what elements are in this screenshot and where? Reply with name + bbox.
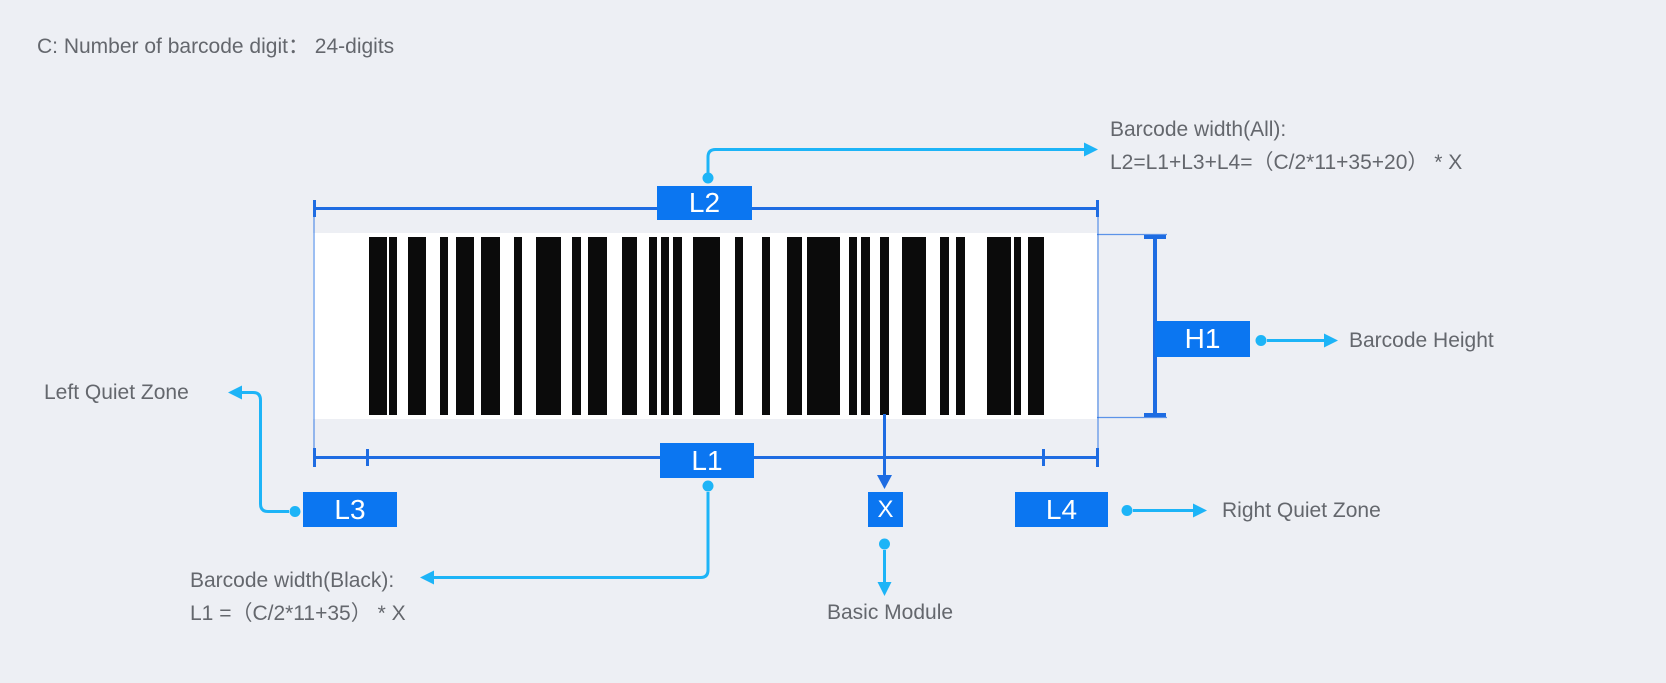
l1-annotation-dot: [702, 480, 714, 492]
label-l4: L4: [1015, 492, 1108, 527]
barcode-bar: [389, 237, 397, 415]
barcode-bar: [622, 237, 637, 415]
barcode-bar: [762, 237, 770, 415]
basic-module-text: Basic Module: [827, 601, 954, 624]
l2-annotation-dot: [702, 172, 714, 184]
barcode-bar: [572, 237, 581, 415]
barcode-bar: [661, 237, 669, 415]
barcode-bar: [673, 237, 682, 415]
barcode-bar: [735, 237, 743, 415]
barcode-bar: [588, 237, 607, 415]
label-l3: L3: [303, 492, 397, 527]
barcode-bar: [440, 237, 448, 415]
l3-annotation-arrowhead: [228, 385, 242, 400]
barcode-bar: [880, 237, 889, 415]
l3-annotation-dot: [289, 506, 301, 517]
barcode-bar: [849, 237, 857, 415]
label-l1: L1: [660, 443, 754, 478]
barcode-bar: [956, 237, 965, 415]
l4-annotation-arrowhead: [1193, 503, 1207, 518]
right-quiet-zone-text: Right Quiet Zone: [1222, 499, 1381, 522]
barcode-bar: [940, 237, 949, 415]
barcode-width-black-text: Barcode width(Black): L1 =（C/2*11+35） * …: [190, 564, 406, 630]
barcode-bar: [1028, 237, 1044, 415]
barcode-bar: [787, 237, 802, 415]
barcode-bar: [902, 237, 926, 415]
l1-annotation-line: [434, 492, 710, 579]
barcode-width-black-line2: L1 =（C/2*11+35） * X: [190, 602, 406, 625]
barcode-bar: [369, 237, 387, 415]
module-pointer-arrowhead: [877, 475, 892, 489]
label-l2: L2: [657, 186, 752, 220]
l2-annotation-arrowhead: [1084, 142, 1098, 157]
barcode-width-all-text: Barcode width(All): L2=L1+L3+L4=（C/2*11+…: [1110, 113, 1462, 179]
barcode-bar: [536, 237, 561, 415]
x-annotation-dot: [879, 538, 890, 550]
barcode-bar: [408, 237, 426, 415]
l3-annotation-line: [242, 391, 289, 513]
barcode-bar: [807, 237, 840, 415]
barcode-bar: [481, 237, 500, 415]
barcode-bar: [649, 237, 657, 415]
barcode-bar: [1014, 237, 1021, 415]
barcode-width-black-line1: Barcode width(Black):: [190, 569, 395, 592]
h1-annotation-arrowhead: [1324, 333, 1338, 348]
barcode-bar: [456, 237, 474, 415]
l1-annotation-arrowhead: [420, 570, 434, 585]
barcode-bar: [693, 237, 720, 415]
x-annotation-arrowhead: [877, 582, 892, 596]
barcode-image: [313, 233, 1097, 419]
l4-annotation-dot: [1121, 505, 1133, 516]
barcode-height-text: Barcode Height: [1349, 329, 1494, 352]
label-h1: H1: [1155, 321, 1250, 357]
diagram-title: C: Number of barcode digit： 24-digits: [37, 35, 395, 58]
barcode-width-all-line2: L2=L1+L3+L4=（C/2*11+35+20） * X: [1110, 151, 1463, 174]
barcode-bar: [987, 237, 1011, 415]
barcode-bar: [861, 237, 870, 415]
barcode-width-all-line1: Barcode width(All):: [1110, 118, 1287, 141]
h1-annotation-dot: [1255, 335, 1267, 346]
l2-annotation-line: [706, 148, 1084, 173]
barcode-bar: [514, 237, 522, 415]
label-x: X: [868, 492, 903, 527]
left-quiet-zone-text: Left Quiet Zone: [44, 381, 189, 404]
